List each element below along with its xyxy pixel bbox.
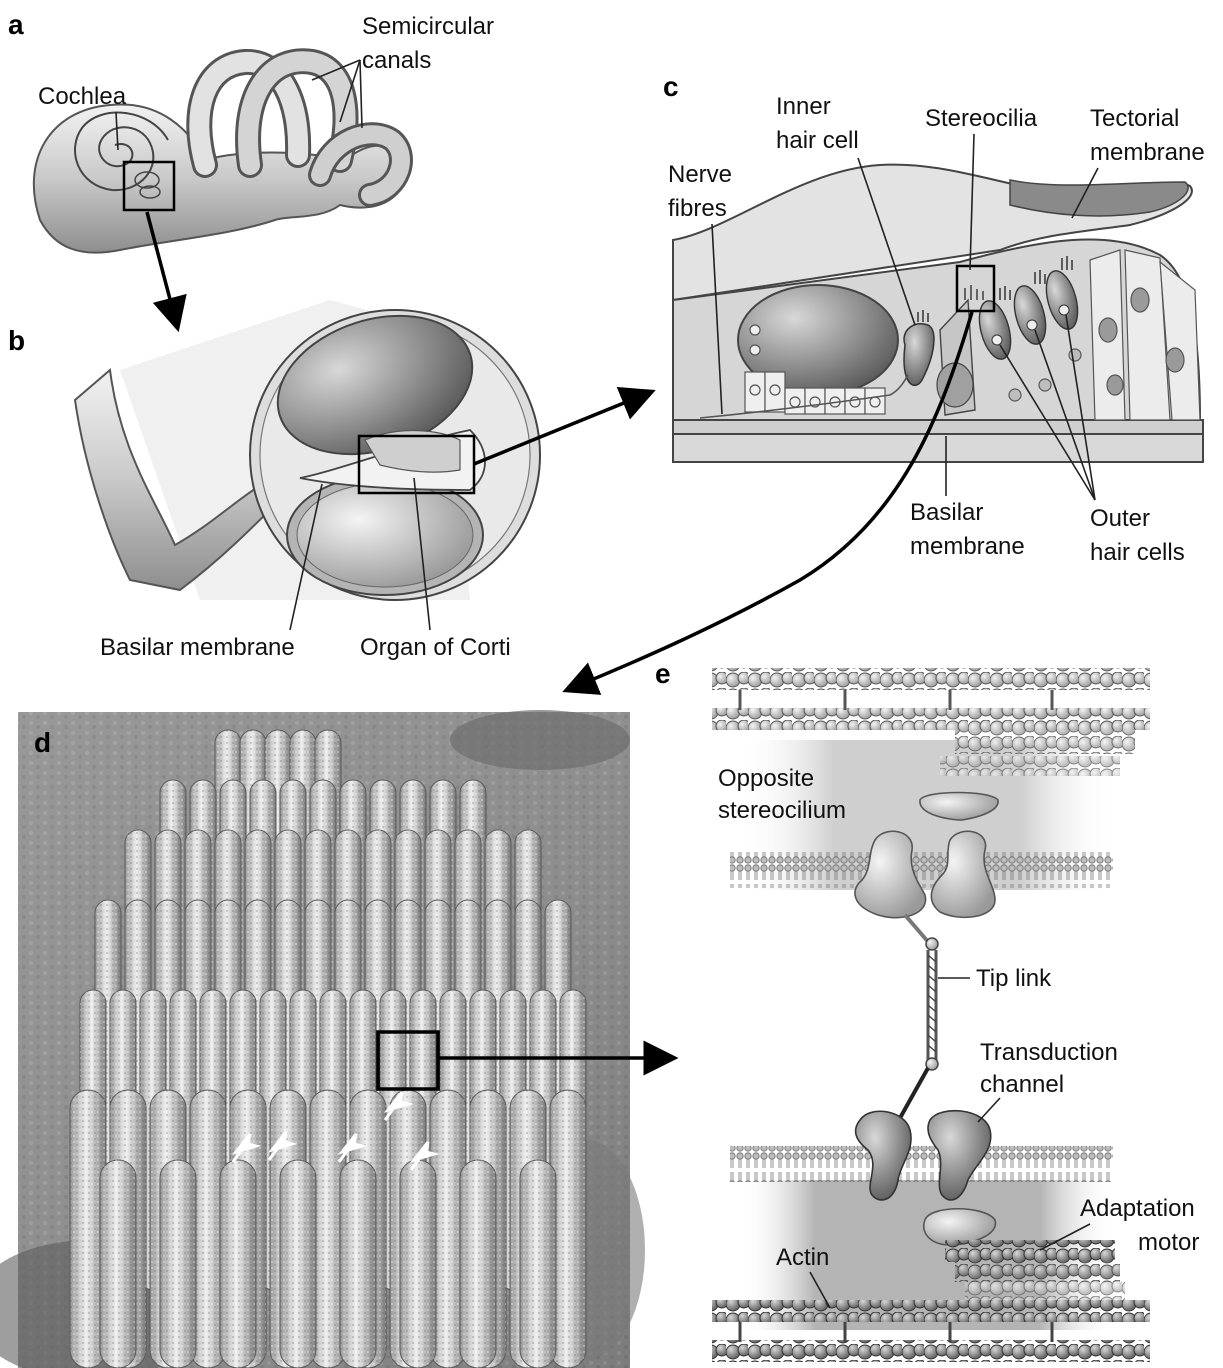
panel-b-label: b xyxy=(8,325,25,356)
panel-b: b Basilar membrane Organ of Corti xyxy=(8,292,540,661)
panel-d: d xyxy=(0,710,645,1368)
stereocilia-label: Stereocilia xyxy=(925,105,1038,132)
stereocilium-rod-texture xyxy=(460,1160,496,1368)
actin-label: Actin xyxy=(776,1244,829,1271)
tip-link-label: Tip link xyxy=(976,965,1052,992)
organ-of-corti-label: Organ of Corti xyxy=(360,634,511,661)
stereocilium-membrane xyxy=(730,1146,1113,1182)
semicircular-canals-label-line1: Semicircular xyxy=(362,13,494,40)
inner-hair-cell-label-line1: Inner xyxy=(776,93,831,120)
panel-d-label: d xyxy=(34,727,51,758)
adaptation-motor-label-line1: Adaptation xyxy=(1080,1195,1195,1222)
tectorial-membrane-label-line2: membrane xyxy=(1090,139,1205,166)
semicircular-canals-label-line2: canals xyxy=(362,47,431,74)
stereocilium-rod-texture xyxy=(100,1160,136,1368)
outer-hair-cells-label-line1: Outer xyxy=(1090,505,1150,532)
tectorial-membrane-label-line1: Tectorial xyxy=(1090,105,1179,132)
panel-a-label: a xyxy=(8,9,24,40)
transduction-channel-label-line1: Transduction xyxy=(980,1039,1118,1066)
opposite-stereocilium-label-line1: Opposite xyxy=(718,765,814,792)
basilar-membrane xyxy=(673,420,1203,434)
actin-filaments xyxy=(712,1300,1150,1362)
opposite-membrane xyxy=(730,852,1113,888)
transduction-channel-label-line2: channel xyxy=(980,1071,1064,1098)
nerve-fibres-label-line2: fibres xyxy=(668,195,727,222)
myosin-heads xyxy=(945,1240,1125,1302)
adaptation-motor-label-line2: motor xyxy=(1138,1229,1199,1256)
panel-c: c xyxy=(663,71,1205,566)
cochlea-label: Cochlea xyxy=(38,83,127,110)
basilar-membrane-c-label-line1: Basilar xyxy=(910,499,983,526)
panel-e-label: e xyxy=(655,658,671,689)
outer-hair-cells-label-line2: hair cells xyxy=(1090,539,1185,566)
panel-e: e xyxy=(655,658,1199,1362)
nerve-fibres-label-line1: Nerve xyxy=(668,161,732,188)
opposite-stereocilium-label-line2: stereocilium xyxy=(718,797,846,824)
basilar-membrane-c-label-line2: membrane xyxy=(910,533,1025,560)
panel-c-label: c xyxy=(663,71,679,102)
stereocilium-rod-texture xyxy=(340,1160,376,1368)
panel-a: a Cochlea Semicircular canals xyxy=(8,9,494,253)
stereocilium-rod-texture xyxy=(520,1160,556,1368)
stereocilium-rod-texture xyxy=(280,1160,316,1368)
stereocilium-rod-texture xyxy=(400,1160,436,1368)
basilar-membrane-label: Basilar membrane xyxy=(100,634,295,661)
stereocilium-rod-texture xyxy=(220,1160,256,1368)
stereocilium-rod-texture xyxy=(160,1160,196,1368)
tip-link xyxy=(928,950,936,1060)
inner-hair-cell-label-line2: hair cell xyxy=(776,127,859,154)
